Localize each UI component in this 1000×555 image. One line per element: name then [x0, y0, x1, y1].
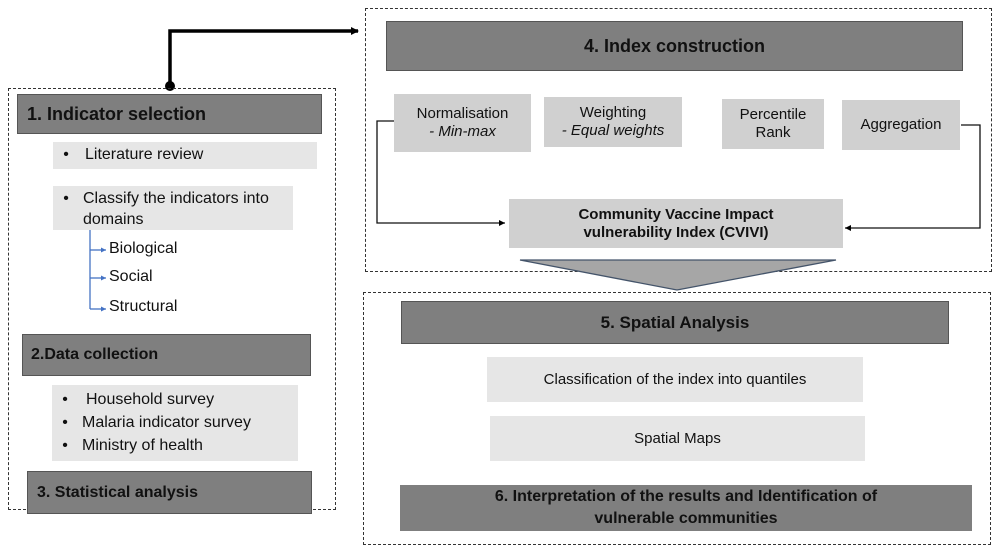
component-sub: Rank — [755, 124, 791, 141]
step5-header: 5. Spatial Analysis — [401, 301, 949, 344]
bullet-icon: • — [63, 190, 69, 207]
step4-header: 4. Index construction — [386, 21, 963, 71]
step6-line2: vulnerable communities — [594, 510, 778, 527]
step3-title: 3. Statistical analysis — [37, 483, 198, 501]
step5-item-spatial-maps: Spatial Maps — [490, 416, 865, 461]
step2-item-text: Household survey — [86, 391, 215, 408]
step2-item: • Household survey — [52, 388, 298, 411]
component-weighting: Weighting - Equal weights — [544, 97, 682, 147]
component-label: Aggregation — [860, 116, 942, 133]
step3-header: 3. Statistical analysis — [27, 471, 312, 514]
step5-item-classification: Classification of the index into quantil… — [487, 357, 863, 402]
domain-biological: Biological — [109, 240, 178, 257]
bullet-icon: • — [62, 414, 68, 431]
step1-item-classify: • Classify the indicators into domains — [53, 186, 293, 230]
step5-6-group — [363, 292, 991, 545]
bullet-icon: • — [62, 437, 68, 454]
component-sub: - Equal weights — [561, 122, 665, 139]
component-label: Percentile — [739, 106, 807, 123]
bullet-icon: • — [63, 146, 69, 163]
bullet-icon: • — [62, 391, 68, 408]
component-label: Weighting — [579, 104, 647, 121]
component-sub: - Min-max — [429, 123, 496, 140]
step1-header: 1. Indicator selection — [17, 94, 322, 134]
step2-header: 2.Data collection — [22, 334, 311, 376]
step2-item-text: Malaria indicator survey — [82, 414, 251, 431]
step4-title: 4. Index construction — [583, 35, 766, 56]
step2-title: 2.Data collection — [31, 346, 159, 363]
domain-structural: Structural — [109, 298, 178, 315]
component-aggregation: Aggregation — [842, 100, 960, 150]
step1-item-literature: • Literature review — [53, 142, 317, 169]
step6-line1: 6. Interpretation of the results and Ide… — [494, 488, 878, 505]
step2-sources-box: • Household survey • Malaria indicator s… — [52, 385, 298, 461]
step1-title: 1. Indicator selection — [27, 103, 207, 124]
component-normalisation: Normalisation - Min-max — [394, 94, 531, 152]
flow-arrow-1-to-4 — [168, 27, 359, 86]
step1-item-text: Literature review — [85, 146, 204, 163]
step2-item: • Ministry of health — [52, 434, 298, 457]
step1-item-text: Classify the indicators into domains — [83, 190, 269, 228]
component-percentile-rank: Percentile Rank — [722, 99, 824, 149]
step5-item-text: Classification of the index into quantil… — [543, 370, 807, 388]
step6-header: 6. Interpretation of the results and Ide… — [400, 485, 972, 531]
cvivi-line2: vulnerability Index (CVIVI) — [583, 223, 769, 241]
cvivi-result-box: Community Vaccine Impact vulnerability I… — [509, 199, 843, 248]
step5-title: 5. Spatial Analysis — [600, 312, 750, 332]
step2-item-text: Ministry of health — [82, 437, 203, 454]
step5-item-text: Spatial Maps — [634, 429, 721, 447]
cvivi-line1: Community Vaccine Impact — [578, 205, 774, 223]
step2-item: • Malaria indicator survey — [52, 411, 298, 434]
component-label: Normalisation — [416, 105, 509, 122]
domain-social: Social — [109, 268, 153, 285]
